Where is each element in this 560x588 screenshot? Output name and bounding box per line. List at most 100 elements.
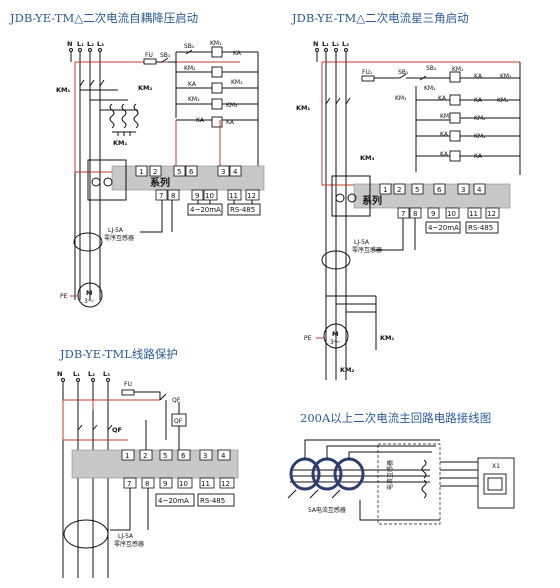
ct5a-label: 5A电流互感器 bbox=[308, 506, 346, 514]
title-main-circuit: 200A以上二次电流主回路电路接线图 bbox=[300, 411, 491, 425]
motor-label-d2: M bbox=[332, 330, 338, 338]
line-l2-label-d3: L₂ bbox=[88, 370, 95, 378]
term-4-d2: 4 bbox=[477, 186, 482, 194]
zero-seq-ct-d3 bbox=[63, 519, 109, 549]
ct-name-d2: LJ-5A bbox=[354, 239, 370, 246]
fu-label-d1: FU bbox=[145, 52, 153, 59]
rs485-label-d2: RS-485 bbox=[468, 224, 493, 232]
ct-name-d1: LJ-5A bbox=[108, 227, 124, 234]
term-7-d2: 7 bbox=[401, 210, 405, 218]
zero-seq-ct-d1 bbox=[73, 232, 103, 252]
ka-label-d2: KA bbox=[474, 73, 483, 80]
term-10-d3: 10 bbox=[179, 480, 188, 488]
fu-label-d3: FU bbox=[124, 381, 132, 388]
term-3-d2: 3 bbox=[461, 186, 465, 194]
series-label-d2: 系列 bbox=[362, 194, 382, 207]
pe-label-d2: PE bbox=[304, 335, 312, 342]
rs485-box-d3 bbox=[197, 493, 235, 507]
title-star-delta: JDB-YE-TM△二次电流星三角启动 bbox=[291, 11, 469, 25]
km1-label-left: KM₁ bbox=[56, 86, 71, 94]
km3-label-d1a: KM₃ bbox=[231, 79, 243, 86]
km1-aux-label-d2: KM₁ bbox=[395, 95, 407, 102]
term-10-d2: 10 bbox=[447, 210, 456, 218]
term-6-d3: 6 bbox=[181, 452, 186, 460]
line-l2-label-d2: L₂ bbox=[332, 40, 339, 48]
ct-ring-1 bbox=[289, 457, 321, 491]
ct-desc-d2: 零序互感器 bbox=[352, 246, 382, 254]
analog-output-box-d3 bbox=[155, 493, 195, 507]
term-8-d1: 8 bbox=[171, 192, 175, 200]
ct-desc-d3: 零序互感器 bbox=[114, 540, 144, 548]
motor-sub-d2: 3～ bbox=[330, 339, 340, 346]
term-6-d1: 6 bbox=[189, 168, 194, 176]
diagram-main-circuit: 200A以上二次电流主回路电路接线图 5A电流互感器 电流互感器 X1 bbox=[287, 411, 515, 525]
rs485-label-d1: RS-485 bbox=[230, 206, 255, 214]
term-9-d1: 9 bbox=[195, 192, 199, 200]
ka-contact-d1b: KA bbox=[196, 117, 205, 124]
km1-label-d2-bottom: KM₁ bbox=[380, 334, 395, 342]
km3-contact-d1: KM₃ bbox=[188, 96, 200, 103]
km1-label-bottom: KM₁ bbox=[113, 139, 128, 147]
term-12-d1: 12 bbox=[247, 192, 256, 200]
ka-contact-d2a: KA bbox=[438, 95, 447, 102]
km2-label-left: KM₂ bbox=[138, 84, 153, 92]
sb2-label-d2: SB₂ bbox=[426, 65, 437, 72]
line-l1-label: L₁ bbox=[77, 40, 84, 48]
km2-aux-label-d1: KM₂ bbox=[184, 65, 196, 72]
km2-label-d2-bottom: KM₂ bbox=[340, 366, 355, 374]
term-5-d1: 5 bbox=[177, 168, 181, 176]
km1-contact-label-d2: KM₁ bbox=[500, 73, 512, 80]
ct-ring-2 bbox=[311, 457, 343, 491]
km1-coil-label-d1: KM₁ bbox=[210, 40, 222, 47]
line-l1-label-d3: L₁ bbox=[73, 370, 80, 378]
rs485-box-d2 bbox=[465, 221, 499, 234]
term-1-d2: 1 bbox=[383, 186, 387, 194]
term-9-d2: 9 bbox=[431, 210, 435, 218]
line-l2-label: L₂ bbox=[87, 40, 94, 48]
term-2-d2: 2 bbox=[397, 186, 401, 194]
motor-label-d1: M bbox=[86, 289, 92, 297]
zero-seq-ct-d2 bbox=[321, 250, 351, 270]
line-l3-label-d3: L₃ bbox=[103, 370, 110, 378]
analog-output-box-d1 bbox=[187, 203, 223, 216]
ct-name-d3: LJ-5A bbox=[118, 533, 134, 540]
analog-output-label-d3: 4~20mA bbox=[158, 497, 189, 505]
line-n-label-d2: N bbox=[313, 40, 318, 48]
analog-output-label-d2: 4~20mA bbox=[428, 224, 459, 232]
term-7-d1: 7 bbox=[159, 192, 163, 200]
sb1-label-d2: SB₁ bbox=[398, 69, 409, 76]
analog-output-label-d1: 4~20mA bbox=[190, 206, 221, 214]
km1-coil-d1 bbox=[211, 46, 223, 58]
line-n-label: N bbox=[67, 40, 72, 48]
diagram-autotransformer: JDB-YE-TM△二次电流自耦降压启动 N L₁ L₂ L₃ KM₁ KM₂ … bbox=[9, 11, 265, 308]
rs485-box-d1 bbox=[227, 203, 261, 216]
term-11-d2: 11 bbox=[469, 210, 478, 218]
term-11-d1: 11 bbox=[229, 192, 238, 200]
term-2-d1: 2 bbox=[153, 168, 157, 176]
diagram-line-protection: JDB-YE-TML线路保护 N L₁ L₂ L₃ QF FU QF QF 1 … bbox=[57, 347, 239, 578]
term-4-d1: 4 bbox=[233, 168, 238, 176]
term-10-d1: 10 bbox=[205, 192, 214, 200]
diagram-star-delta: JDB-YE-TM△二次电流星三角启动 N L₁ L₂ L₃ KM₁ KM₃ F… bbox=[291, 11, 521, 380]
term-12-d3: 12 bbox=[221, 480, 230, 488]
km3-label-d2-left: KM₃ bbox=[360, 154, 375, 162]
ct-vert-label: 电流互感器 bbox=[386, 460, 394, 490]
line-l3-label: L₃ bbox=[97, 40, 104, 48]
km2-contact-d2: KM₂ bbox=[440, 113, 452, 120]
km1-label-d2: KM₁ bbox=[296, 104, 311, 112]
term-11-d3: 11 bbox=[201, 480, 210, 488]
line-l1-label-d2: L₁ bbox=[322, 40, 329, 48]
series-label-d1: 系列 bbox=[150, 176, 170, 189]
title-line-protection: JDB-YE-TML线路保护 bbox=[59, 347, 178, 361]
term-1-d3: 1 bbox=[125, 452, 129, 460]
term-2-d3: 2 bbox=[143, 452, 147, 460]
term-3-d1: 3 bbox=[221, 168, 225, 176]
sb2-label-d1: SB₂ bbox=[184, 43, 195, 50]
motor-d2 bbox=[323, 323, 349, 349]
term-6-d2: 6 bbox=[437, 186, 442, 194]
ka-label-d1: KA bbox=[233, 50, 242, 57]
ka-contact-d2c: KA bbox=[440, 131, 449, 138]
motor-d1 bbox=[77, 282, 103, 308]
